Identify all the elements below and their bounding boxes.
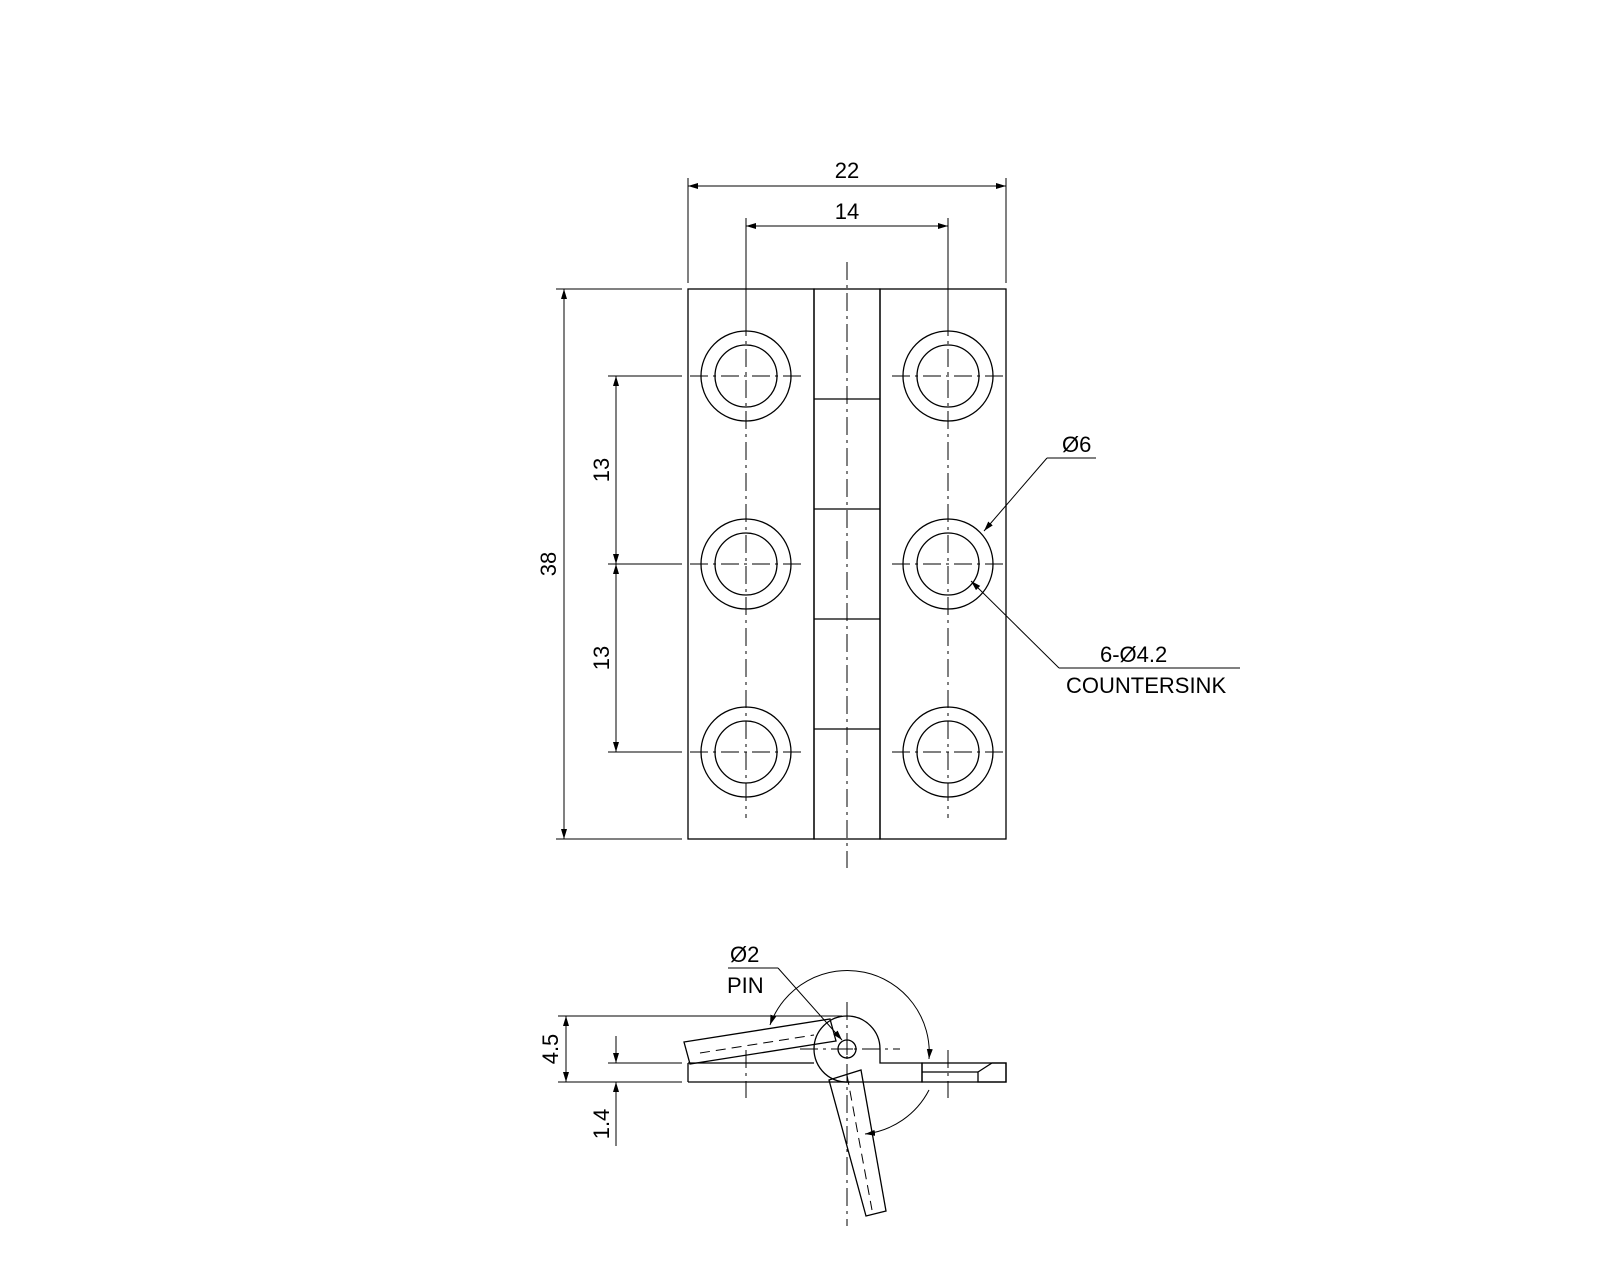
- rotation-arc-lower: [864, 1089, 930, 1136]
- dimension-13-lower-label: 13: [589, 646, 614, 670]
- dimension-14-label: 14: [835, 199, 859, 224]
- leader-hole-spec: 6-Ø4.2 COUNTERSINK: [970, 580, 1240, 698]
- hole-note-label: COUNTERSINK: [1066, 673, 1226, 698]
- dimension-38-label: 38: [536, 552, 561, 576]
- rotation-arc-upper: [769, 970, 933, 1060]
- dimension-13-upper-label: 13: [589, 458, 614, 482]
- dimension-hole-spacing: 14: [745, 199, 949, 318]
- dimension-overall-width: 22: [687, 158, 1007, 283]
- pin-diameter-label: Ø2: [730, 942, 759, 967]
- dimension-side-height: 4.5: [538, 1015, 842, 1083]
- front-view: [687, 262, 1007, 868]
- leader-countersink-diameter: Ø6: [983, 432, 1096, 532]
- left-leaf-raised: [683, 1018, 837, 1065]
- dimension-1-4-label: 1.4: [589, 1109, 614, 1140]
- dimension-plate-thickness: 1.4: [589, 1036, 682, 1146]
- dimension-d6-label: Ø6: [1062, 432, 1091, 457]
- hole-spec-label: 6-Ø4.2: [1100, 642, 1167, 667]
- dimension-22-label: 22: [835, 158, 859, 183]
- side-view: [683, 970, 1007, 1226]
- dimension-4-5-label: 4.5: [538, 1034, 563, 1065]
- dimension-overall-height: 38: [536, 288, 682, 840]
- leaf-rotated-down: [828, 1069, 887, 1217]
- leader-pin: Ø2 PIN: [727, 942, 843, 1041]
- knuckle-strip: [813, 288, 881, 840]
- dimension-hole-pitch: 13 13: [589, 375, 682, 753]
- pin-note-label: PIN: [727, 973, 764, 998]
